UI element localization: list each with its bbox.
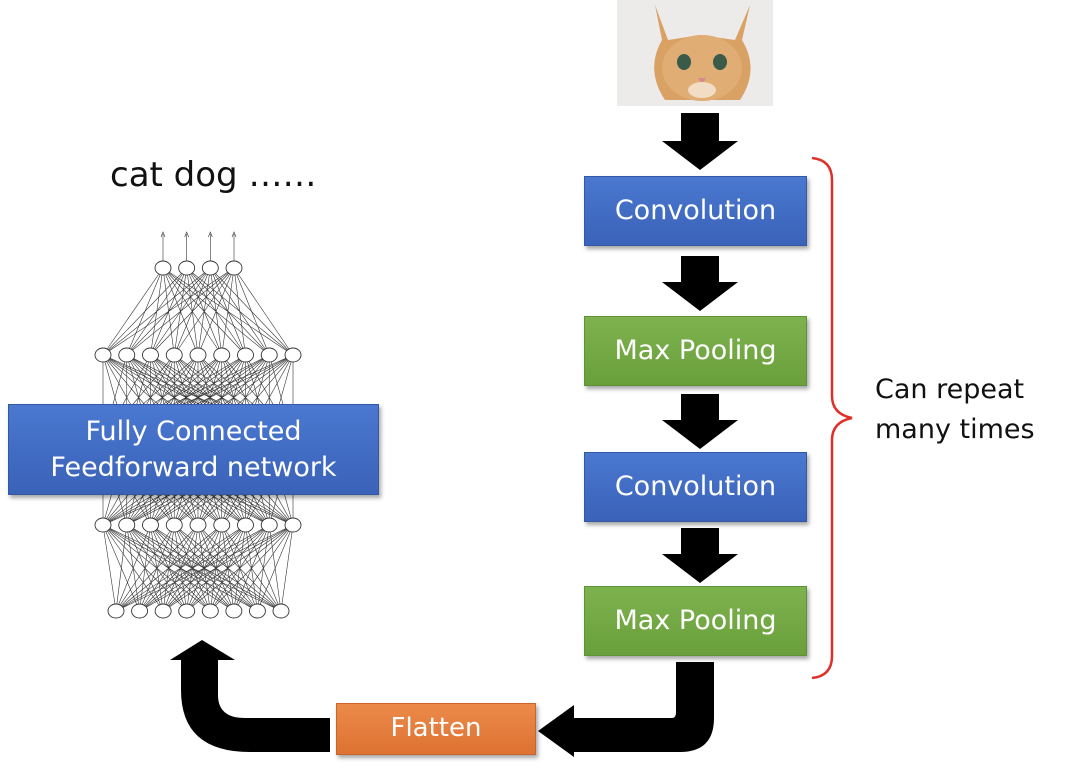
neuron [260, 347, 278, 363]
neuron [260, 517, 278, 533]
max-pooling-box-2: Max Pooling [584, 586, 807, 656]
connection [233, 267, 294, 356]
connection [174, 267, 235, 356]
down-arrow [662, 113, 738, 170]
flatten-box: Flatten [336, 703, 536, 755]
fully-connected-box: Fully Connected Feedforward network [8, 404, 379, 495]
connection [186, 524, 294, 612]
output-labels: cat dog …… [110, 155, 317, 195]
neuron [201, 603, 219, 619]
output-arrow-icon [231, 231, 237, 238]
neuron [131, 603, 149, 619]
u-arrow-to-flatten [538, 662, 714, 757]
fc-line1: Fully Connected [85, 416, 302, 448]
connection [115, 524, 246, 612]
connection [115, 524, 222, 612]
neuron [154, 260, 172, 276]
neuron [94, 517, 112, 533]
down-arrow [662, 256, 738, 311]
neuron [213, 347, 231, 363]
connection [139, 524, 294, 612]
neuron [142, 347, 159, 363]
connection [115, 524, 151, 612]
output-arrow-icon [208, 231, 213, 238]
neuron [178, 603, 196, 619]
repeat-note-line1: Can repeat [875, 374, 1025, 405]
down-arrow [662, 394, 738, 449]
connection [233, 267, 246, 356]
neuron [165, 517, 183, 533]
neuron [272, 603, 290, 619]
connection [115, 524, 199, 612]
neuron [118, 517, 136, 533]
neuron [165, 347, 183, 363]
connection [115, 524, 175, 612]
neuron [237, 517, 254, 533]
connection [280, 524, 294, 612]
connection [233, 524, 294, 612]
connection [257, 524, 294, 612]
connection [115, 524, 294, 612]
neuron [225, 260, 243, 276]
fc-line2: Feedforward network [50, 451, 337, 483]
connection [162, 524, 294, 612]
neuron [94, 347, 112, 363]
connection [102, 267, 235, 356]
connection [115, 524, 270, 612]
neuron [284, 517, 302, 533]
connection [102, 267, 187, 356]
u-arrow-to-fc [170, 640, 330, 752]
connection [210, 524, 294, 612]
neuron [225, 603, 243, 619]
connection [150, 267, 235, 356]
neuron [142, 517, 159, 533]
repeat-brace [811, 156, 853, 680]
neuron [178, 260, 196, 276]
neuron [237, 347, 254, 363]
convolution-box-2: Convolution [584, 452, 807, 522]
connection [221, 267, 235, 356]
neuron [189, 347, 207, 363]
connection [197, 267, 235, 356]
connection [115, 524, 128, 612]
connection [102, 267, 211, 356]
convolution-box-1: Convolution [584, 176, 807, 246]
down-arrow [662, 528, 738, 583]
neuron [154, 603, 172, 619]
neuron [107, 603, 125, 619]
output-arrow-icon [184, 231, 189, 238]
max-pooling-box-1: Max Pooling [584, 316, 807, 386]
output-arrow-icon [160, 231, 166, 238]
connection [102, 267, 164, 356]
neuron [118, 347, 136, 363]
cat-image [617, 0, 773, 106]
repeat-note-line2: many times [875, 414, 1035, 445]
neuron [189, 517, 207, 533]
neuron [213, 517, 231, 533]
neuron [201, 260, 219, 276]
neuron [248, 603, 266, 619]
connection [126, 267, 235, 356]
connection [233, 267, 270, 356]
flow-arrows [170, 113, 738, 757]
connection [102, 524, 117, 612]
neuron [284, 347, 302, 363]
